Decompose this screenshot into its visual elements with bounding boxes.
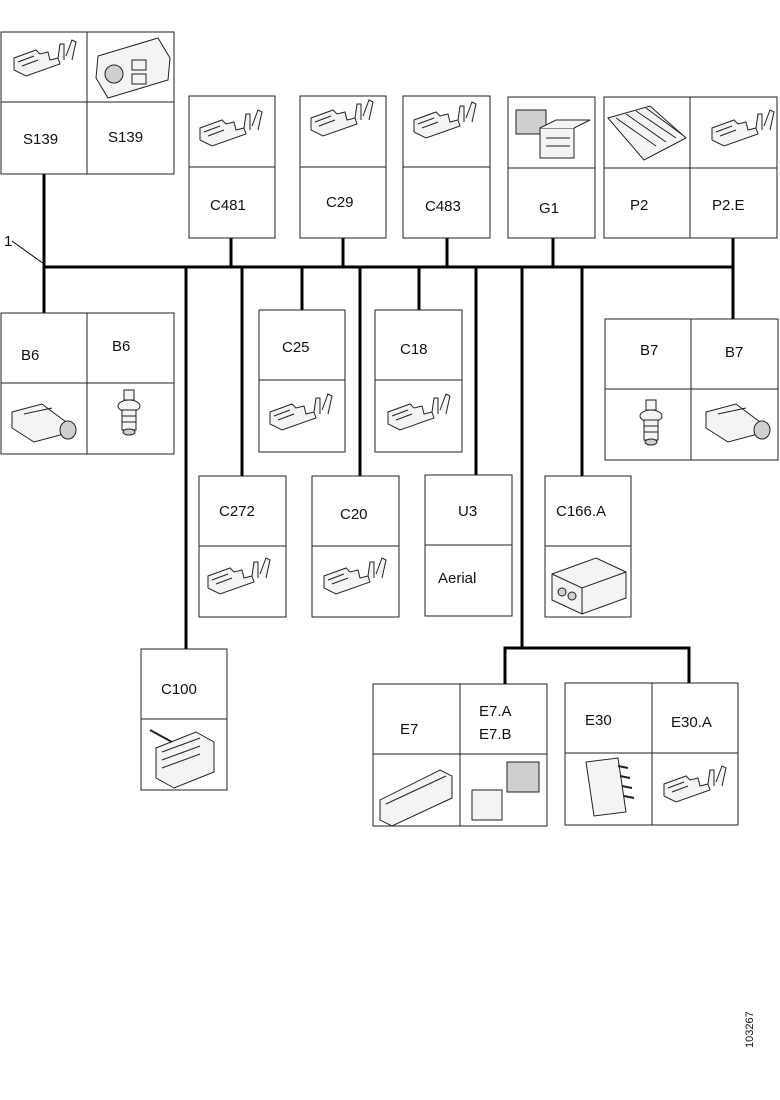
label-c272: C272 — [219, 503, 255, 520]
connector-u3: U3 Aerial — [424, 474, 513, 617]
label-s139-b: S139 — [108, 129, 143, 146]
label-e30a: E30.A — [671, 714, 712, 731]
label-e30: E30 — [585, 712, 612, 729]
label-c481: C481 — [210, 197, 246, 214]
connector-s139: S139 S139 — [0, 31, 175, 175]
label-c29: C29 — [326, 194, 354, 211]
small-housing-icon — [471, 761, 540, 821]
connector-c483: C483 — [402, 95, 491, 239]
label-e7b: E7.B — [479, 726, 512, 743]
wire-e-split — [503, 646, 691, 684]
multi-pin-housing-icon — [149, 729, 215, 789]
connector-c18: C18 — [374, 309, 463, 453]
connector-c481: C481 — [188, 95, 276, 239]
connector-g1: G1 — [507, 96, 596, 239]
label-p2e: P2.E — [712, 197, 745, 214]
label-aerial: Aerial — [438, 570, 476, 587]
label-c18: C18 — [400, 341, 428, 358]
label-b6-b: B6 — [112, 338, 130, 355]
connector-b6: B6 B6 — [0, 312, 175, 455]
callout-leader — [11, 240, 45, 265]
connector-c20: C20 — [311, 475, 400, 618]
label-u3: U3 — [458, 503, 477, 520]
label-p2: P2 — [630, 197, 648, 214]
connector-e7: E7 E7.A E7.B — [372, 683, 548, 827]
label-b6: B6 — [21, 347, 39, 364]
label-c25: C25 — [282, 339, 310, 356]
label-e7: E7 — [400, 721, 418, 738]
harness-wires: 1 — [4, 174, 735, 684]
connector-p2: P2 P2.E — [603, 96, 778, 239]
label-c20: C20 — [340, 506, 368, 523]
label-g1: G1 — [539, 200, 559, 217]
connector-c100: C100 — [140, 648, 228, 791]
connector-b7: B7 B7 — [604, 318, 779, 461]
label-c166a: C166.A — [556, 503, 606, 520]
switch-panel-icon — [95, 37, 171, 99]
label-b7-b: B7 — [725, 344, 743, 361]
label-c100: C100 — [161, 681, 197, 698]
callout-number: 1 — [4, 233, 12, 250]
connector-e30: E30 E30.A — [564, 682, 739, 826]
connector-c25: C25 — [258, 309, 346, 453]
label-c483: C483 — [425, 198, 461, 215]
label-e7a: E7.A — [479, 703, 512, 720]
connector-c166a: C166.A — [544, 475, 632, 618]
connector-c272: C272 — [198, 475, 287, 618]
label-b7: B7 — [640, 342, 658, 359]
figure-reference-id: 103267 — [744, 1011, 756, 1048]
label-s139: S139 — [23, 131, 58, 148]
fuse-box-icon — [607, 105, 687, 161]
connector-c29: C29 — [299, 95, 387, 239]
relay-block-icon — [515, 109, 591, 159]
connector-body-icon — [585, 757, 635, 817]
long-connector-icon — [379, 769, 453, 827]
